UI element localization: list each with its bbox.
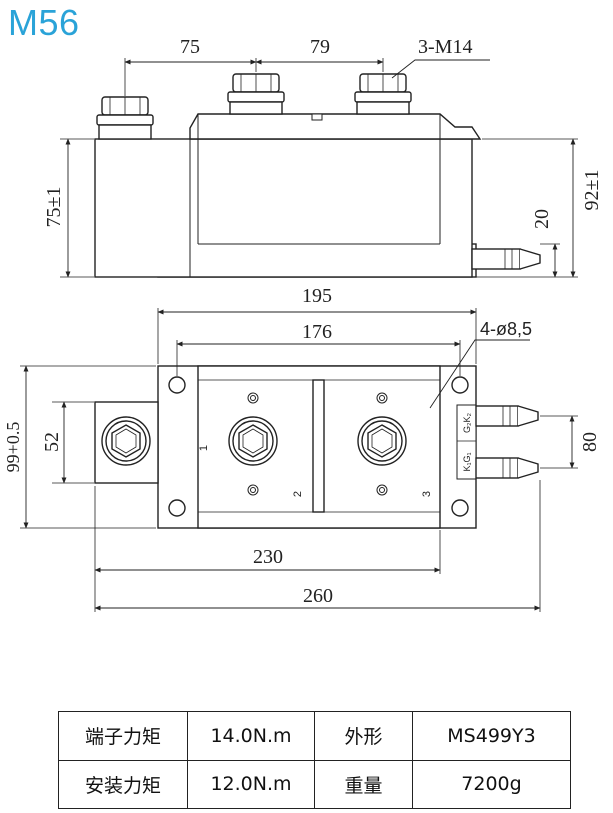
spec-row: 端子力矩 14.0N.m 外形 MS499Y3 [58,711,571,761]
dim-right-terminal-gap: 79 [310,36,330,58]
dim-right-pins: 80 [579,432,601,452]
dim-hole-spacing-outer: 195 [302,285,332,307]
terminal-torque-value: 14.0N.m [187,711,315,761]
mounting-hole [451,376,469,394]
hole-callout: 4-ø8,5 [480,319,532,339]
side-top-block [189,113,482,140]
mounting-torque-label: 安装力矩 [58,759,188,809]
dim-height-total: 92±1 [581,170,603,211]
terminal-label-3: 3 [421,491,433,497]
dim-hole-spacing-inner: 176 [302,321,332,343]
side-terminal-nut-1 [96,96,154,140]
spec-row: 安装力矩 12.0N.m 重量 7200g [58,759,571,809]
dim-body-length: 230 [253,546,283,568]
gate-pin-top [475,405,539,427]
model-title: M56 [8,2,80,43]
side-gate-pin [471,248,541,270]
side-terminal-nut-3 [354,73,412,115]
dim-width: 99+0.5 [3,422,23,473]
dim-total-length: 260 [303,585,333,607]
side-terminal-nut-2 [227,73,285,115]
pin-label-top: G₂K₂ [462,413,472,433]
weight-label: 重量 [314,759,413,809]
outline-label: 外形 [314,711,413,761]
top-terminal-2 [228,416,278,466]
side-view [60,58,578,278]
side-module-body [94,138,473,278]
gate-pin-bottom [475,457,539,479]
mounting-hole [168,499,186,517]
terminal-callout: 3-M14 [418,36,472,58]
top-terminal-1 [101,416,151,466]
top-view [20,308,578,612]
dim-left-terminal-gap: 75 [180,36,200,58]
top-center-divider [312,379,325,513]
small-screw [247,392,388,496]
weight-value: 7200g [412,759,571,809]
terminal-torque-label: 端子力矩 [58,711,188,761]
terminal-label-2: 2 [292,491,304,497]
pin-label-bottom: K₁G₁ [462,452,472,471]
mounting-torque-value: 12.0N.m [187,759,315,809]
gate-pin-block [456,404,477,480]
dim-height-body: 75±1 [43,187,65,228]
outline-value: MS499Y3 [412,711,571,761]
terminal-label-1: 1 [198,445,210,451]
mounting-hole [451,499,469,517]
dim-left-tab: 52 [41,432,63,452]
dim-base-height: 20 [531,209,553,229]
spec-table: 端子力矩 14.0N.m 外形 MS499Y3 安装力矩 12.0N.m 重量 … [58,711,571,809]
top-terminal-3 [357,416,407,466]
mounting-hole [168,376,186,394]
technical-drawing: 75 79 3-M14 75±1 92±1 20 [3,36,603,612]
